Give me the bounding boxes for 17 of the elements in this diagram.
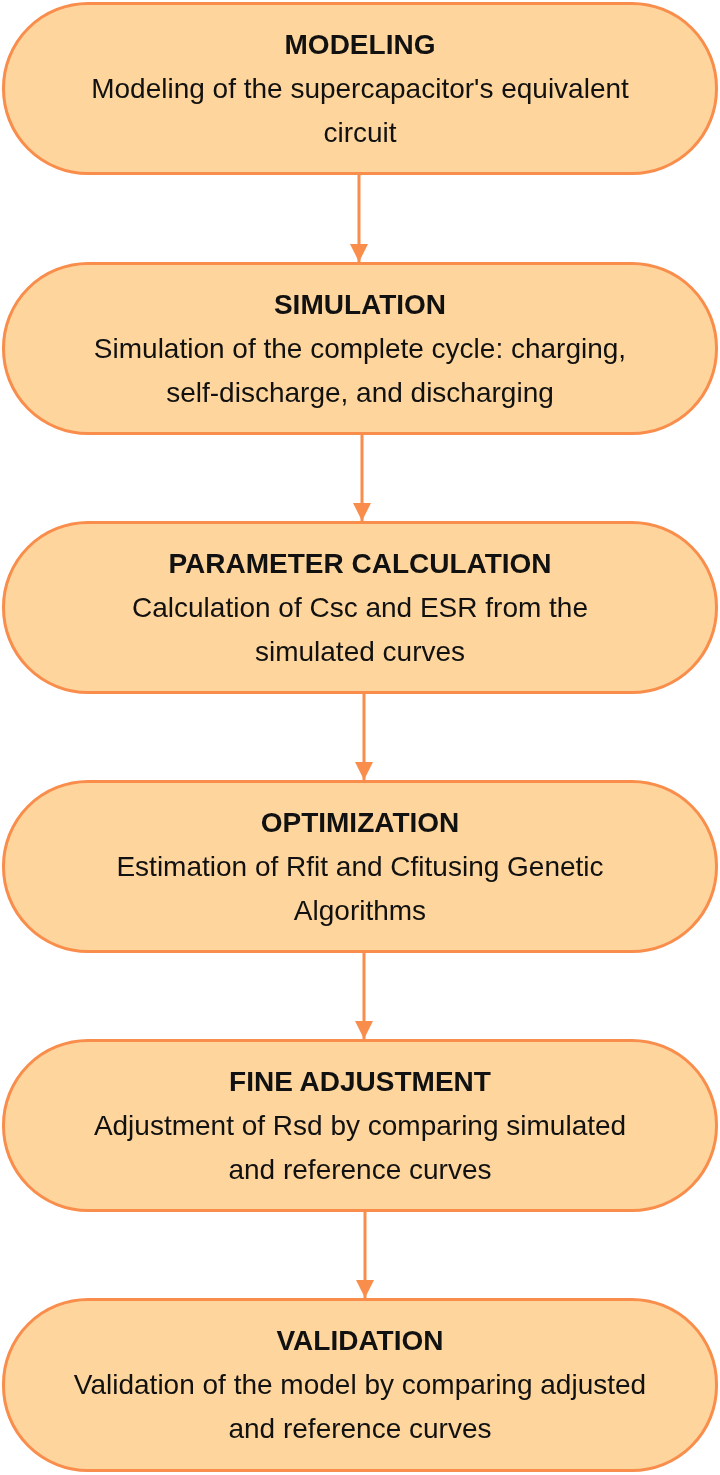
arrow xyxy=(356,1212,374,1298)
arrow xyxy=(355,694,373,780)
step-description: Modeling of the supercapacitor's equivalent circuit xyxy=(90,71,630,150)
arrow xyxy=(353,435,371,521)
step-title: SIMULATION xyxy=(273,287,447,322)
step-title: PARAMETER CALCULATION xyxy=(168,546,552,581)
step-title: FINE ADJUSTMENT xyxy=(229,1064,491,1099)
step-title: OPTIMIZATION xyxy=(260,805,460,840)
arrow xyxy=(350,175,368,262)
step-description: Validation of the model by comparing adjusted and reference curves xyxy=(72,1368,648,1446)
step-description: Simulation of the complete cycle: charging, self-discharge, and discharging xyxy=(92,331,628,410)
step-title: VALIDATION xyxy=(276,1324,444,1358)
step-title: MODELING xyxy=(284,27,436,62)
step-description: Adjustment of Rsd by comparing simulated and reference curves xyxy=(92,1108,628,1187)
step-description: Calculation of Csc and ESR from the simulated curves xyxy=(131,590,589,669)
step-description: Estimation of Rfit and Cfitusing Genetic Algorithms xyxy=(115,849,605,928)
arrow xyxy=(355,953,373,1039)
